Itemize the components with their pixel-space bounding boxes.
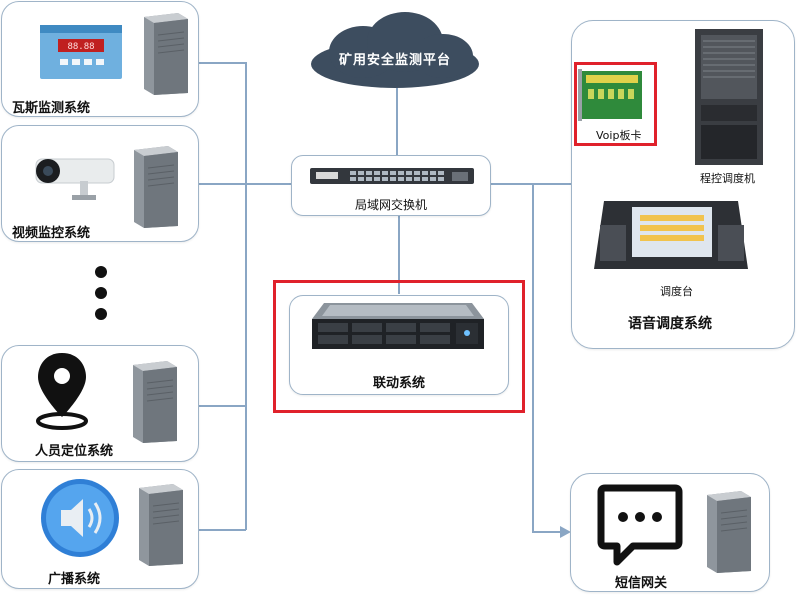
cloud-label: 矿用安全监测平台 bbox=[338, 53, 451, 68]
arrow-head-icon bbox=[560, 526, 571, 538]
console-label: 调度台 bbox=[660, 285, 693, 298]
broadcast-label: 广播系统 bbox=[48, 572, 101, 587]
more-systems-icon bbox=[95, 266, 107, 320]
tower-server-icon bbox=[133, 361, 177, 443]
cloud-platform: 矿用安全监测平台 bbox=[305, 10, 485, 92]
link-sms bbox=[532, 531, 568, 533]
linkage-label: 联动系统 bbox=[372, 376, 425, 391]
personnel-location-label: 人员定位系统 bbox=[35, 444, 114, 459]
linkage-highlight bbox=[273, 280, 525, 413]
video-surveillance-label: 视频监控系统 bbox=[12, 226, 91, 241]
trunk-line-left bbox=[245, 62, 247, 530]
tower-server-icon bbox=[707, 491, 751, 573]
video-surveillance-node[interactable]: 视频监控系统 bbox=[1, 125, 199, 242]
cloud-icon bbox=[311, 12, 479, 88]
link-cloud-switch bbox=[396, 88, 398, 156]
dispatch-console-icon bbox=[594, 201, 748, 269]
switch-node[interactable]: 局域网交换机 bbox=[291, 155, 491, 216]
personnel-location-node[interactable]: 人员定位系统 bbox=[1, 345, 199, 462]
voice-dispatch-title: 语音调度系统 bbox=[628, 316, 712, 332]
pbx-cabinet-icon bbox=[695, 29, 763, 165]
tower-server-icon bbox=[144, 13, 188, 95]
link-gas bbox=[199, 62, 246, 64]
link-location bbox=[199, 405, 246, 407]
sms-gateway-label: 短信网关 bbox=[615, 576, 668, 591]
switch-label: 局域网交换机 bbox=[354, 198, 427, 212]
broadcast-node[interactable]: 广播系统 bbox=[1, 469, 199, 589]
gas-monitoring-label: 瓦斯监测系统 bbox=[12, 101, 91, 116]
voice-dispatch-node[interactable]: Voip板卡 程控调度机 调度台 语音调度系统 bbox=[571, 20, 795, 349]
sms-gateway-node[interactable]: 短信网关 bbox=[570, 473, 770, 592]
location-pin-icon bbox=[36, 353, 88, 430]
link-switch-voice bbox=[490, 183, 572, 185]
linkage-node[interactable]: 联动系统 bbox=[289, 295, 509, 395]
svg-text:88.88: 88.88 bbox=[67, 42, 94, 52]
voip-card-label: Voip板卡 bbox=[596, 129, 642, 142]
gas-monitor-icon: 88.88 bbox=[40, 25, 122, 79]
tower-server-icon bbox=[139, 484, 183, 566]
rack-server-icon bbox=[312, 303, 484, 349]
link-switch-linkage bbox=[398, 214, 400, 294]
tower-server-icon bbox=[134, 146, 178, 228]
speaker-icon bbox=[41, 479, 119, 557]
camera-icon bbox=[35, 158, 115, 200]
gas-monitoring-node[interactable]: 88.88 瓦斯监测系统 bbox=[1, 1, 199, 117]
trunk-line-right bbox=[532, 183, 534, 532]
voip-highlight bbox=[574, 62, 657, 146]
chat-bubble-icon bbox=[597, 484, 683, 566]
link-broadcast bbox=[199, 529, 246, 531]
link-video bbox=[199, 183, 293, 185]
voip-card-icon bbox=[578, 69, 642, 121]
pbx-label: 程控调度机 bbox=[700, 172, 755, 185]
switch-icon bbox=[310, 168, 474, 184]
